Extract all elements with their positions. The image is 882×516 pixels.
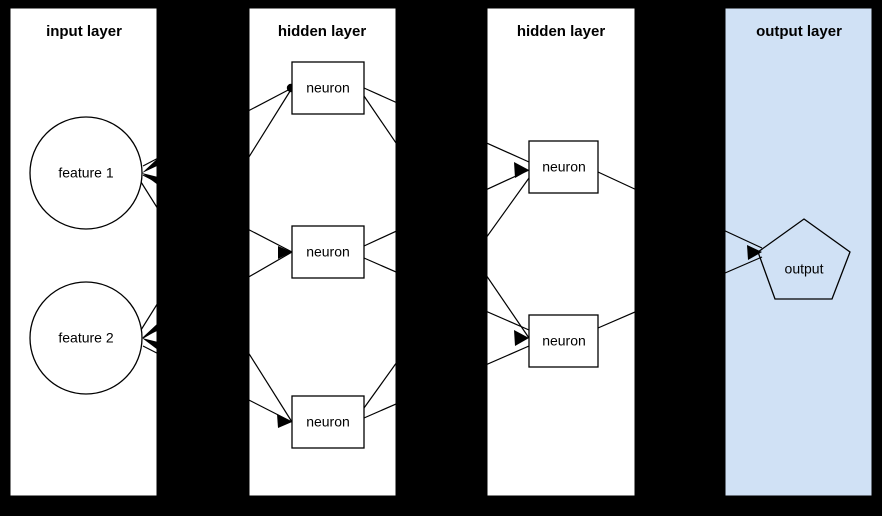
hidden1-neuron-1-label: neuron <box>306 80 350 96</box>
feature-1-label: feature 1 <box>58 165 113 181</box>
feature-1-circle[interactable] <box>29 116 143 230</box>
node-feature-2[interactable]: feature 2 <box>29 281 143 395</box>
arrowheads <box>142 83 762 428</box>
gap-mask-right <box>872 0 882 516</box>
arrowhead-into-output <box>747 245 762 260</box>
gap-mask-left <box>0 0 10 516</box>
arrowhead-into-feature-1-b <box>142 173 158 185</box>
hidden2-neuron-2-label: neuron <box>542 333 586 349</box>
gap-mask-1 <box>158 0 248 516</box>
output-label: output <box>785 261 824 277</box>
hidden1-neuron-3-box[interactable] <box>291 395 365 449</box>
arrowhead-into-feature-1-a <box>142 159 157 173</box>
node-hidden2-neuron-2[interactable]: neuron <box>528 314 599 368</box>
node-output[interactable]: output <box>757 218 851 300</box>
title-input-layer: input layer <box>46 23 122 40</box>
node-hidden1-neuron-3[interactable]: neuron <box>291 395 365 449</box>
gap-mask-2 <box>397 0 486 516</box>
arrowhead-into-h1n3 <box>277 414 292 428</box>
feature-2-circle[interactable] <box>29 281 143 395</box>
layer-titles: input layer hidden layer hidden layer ou… <box>46 23 842 40</box>
node-hidden1-neuron-1[interactable]: neuron <box>291 61 365 115</box>
hidden1-neuron-2-box[interactable] <box>291 225 365 279</box>
arrowhead-into-feature-2-b <box>142 338 158 350</box>
title-output-layer: output layer <box>756 23 842 40</box>
gap-mask-bottom <box>0 496 882 516</box>
panel-hidden-layer-2 <box>486 7 636 497</box>
panel-input-layer <box>9 7 158 497</box>
hidden1-neuron-1-box[interactable] <box>291 61 365 115</box>
arrowhead-into-h2n2 <box>514 330 529 346</box>
arrowhead-into-h2n1 <box>514 162 529 178</box>
feature-2-label: feature 2 <box>58 330 113 346</box>
output-pentagon[interactable] <box>757 218 851 300</box>
title-hidden-layer-1: hidden layer <box>278 23 367 40</box>
hidden1-neuron-3-label: neuron <box>306 414 350 430</box>
hidden2-neuron-2-box[interactable] <box>528 314 599 368</box>
hidden1-neuron-2-label: neuron <box>306 244 350 260</box>
title-hidden-layer-2: hidden layer <box>517 23 606 40</box>
hidden2-neuron-1-label: neuron <box>542 159 586 175</box>
node-hidden2-neuron-1[interactable]: neuron <box>528 140 599 194</box>
node-feature-1[interactable]: feature 1 <box>29 116 143 230</box>
gap-mask-3 <box>636 0 724 516</box>
hidden2-neuron-1-box[interactable] <box>528 140 599 194</box>
arrowhead-into-feature-2-a <box>142 324 157 338</box>
arrowhead-into-h1n2 <box>278 246 292 259</box>
node-hidden1-neuron-2[interactable]: neuron <box>291 225 365 279</box>
gap-mask-top <box>0 0 882 8</box>
